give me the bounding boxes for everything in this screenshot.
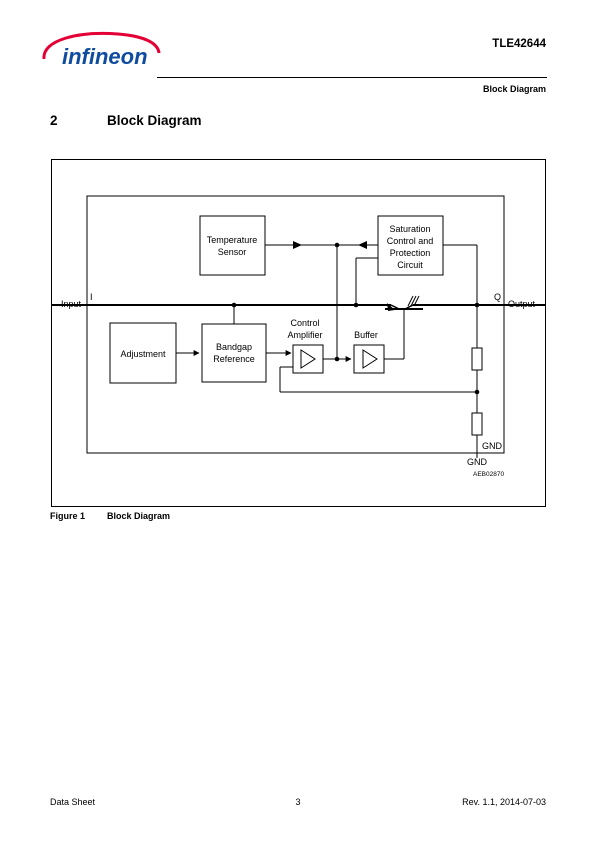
output-label: Output <box>508 299 536 309</box>
section-number: 2 <box>50 113 58 128</box>
logo-wordmark: infineon <box>62 44 148 69</box>
saturation-label-1: Saturation <box>389 224 430 234</box>
page-number: 3 <box>295 797 301 807</box>
temperature-sensor-label-1: Temperature <box>207 235 258 245</box>
bandgap-label-2: Reference <box>213 354 255 364</box>
gnd-pin-label: GND <box>482 441 503 451</box>
chip-outline <box>86 195 505 454</box>
buffer-block <box>353 344 385 374</box>
saturation-label-4: Circuit <box>397 260 423 270</box>
input-pin-label: I <box>90 292 93 302</box>
drawing-id: AEB02870 <box>473 471 504 478</box>
resistor-icon <box>471 347 483 371</box>
junction-dot <box>231 302 237 308</box>
buffer-triangle-icon <box>362 349 378 369</box>
saturation-control-block <box>377 215 444 276</box>
figure-title: Block Diagram <box>107 511 171 521</box>
arrow-icon <box>293 241 302 249</box>
figure-number: Figure 1 <box>50 511 86 521</box>
bandgap-reference-block <box>201 323 267 383</box>
gnd-label: GND <box>467 457 488 467</box>
arrow-icon <box>358 241 367 249</box>
figure-frame <box>51 159 546 507</box>
buffer-label: Buffer <box>354 330 378 340</box>
junction-dot <box>353 302 359 308</box>
control-amplifier-label-1: Control <box>290 318 319 328</box>
saturation-label-2: Control and <box>387 236 434 246</box>
junction-dot <box>334 356 340 362</box>
control-amplifier-label-2: Amplifier <box>287 330 322 340</box>
section-title: Block Diagram <box>107 113 202 128</box>
input-label: Input <box>61 299 82 309</box>
junction-dot <box>474 389 480 395</box>
header-rule <box>157 77 547 78</box>
adjustment-label: Adjustment <box>120 349 166 359</box>
amplifier-triangle-icon <box>300 349 316 369</box>
temperature-sensor-label-2: Sensor <box>218 247 247 257</box>
control-amplifier-block <box>292 344 324 374</box>
infineon-logo: infineon <box>38 31 162 81</box>
resistor-icon <box>471 412 483 436</box>
footer-revision: Rev. 1.1, 2014-07-03 <box>462 797 546 807</box>
document-id: TLE42644 <box>492 38 546 50</box>
saturation-label-3: Protection <box>390 248 431 258</box>
pass-transistor-icon <box>385 295 423 321</box>
footer-doc-type: Data Sheet <box>50 797 96 807</box>
bandgap-label-1: Bandgap <box>216 342 252 352</box>
header-section-name: Block Diagram <box>482 84 546 94</box>
block-diagram: Temperature Sensor Saturation Control an… <box>51 195 546 478</box>
junction-dot <box>334 242 340 248</box>
output-pin-label: Q <box>494 292 501 302</box>
temperature-sensor-block <box>199 215 266 276</box>
